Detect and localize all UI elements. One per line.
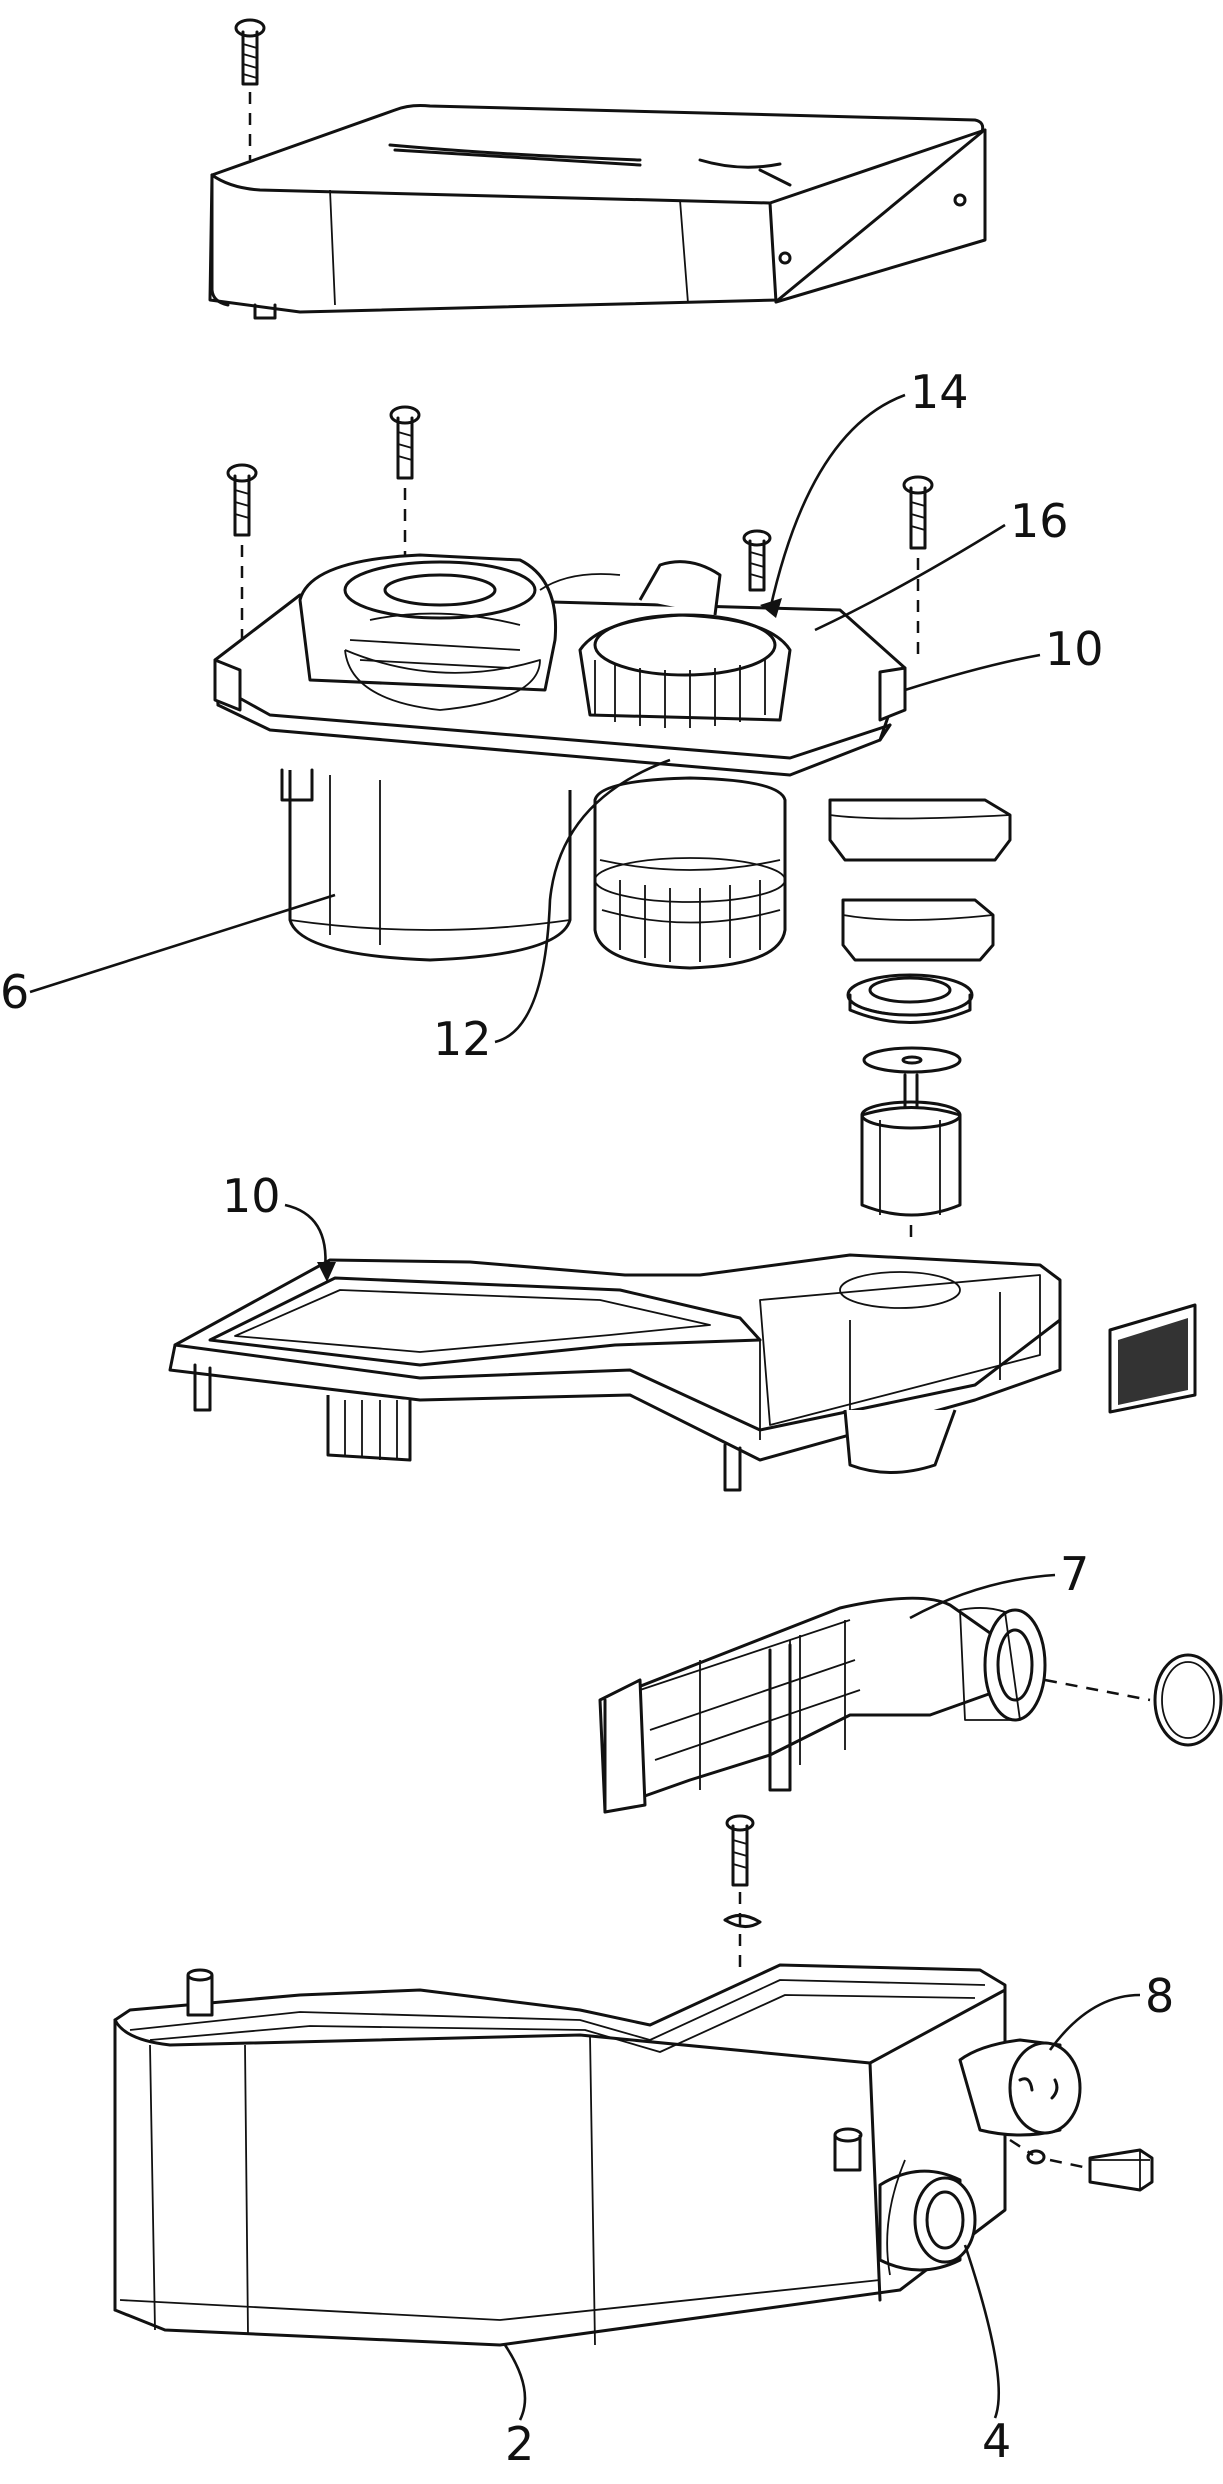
label-14: 14	[910, 365, 969, 419]
screw-top-cover	[234, 18, 266, 160]
label-2: 2	[505, 2417, 534, 2471]
label-10-mid: 10	[222, 1169, 281, 1223]
screw-pipe	[723, 1814, 762, 1975]
label-6: 6	[0, 965, 29, 1019]
screw-upper-1	[226, 463, 258, 640]
small-parts-stack	[828, 798, 1012, 1245]
screw-upper-4	[902, 475, 934, 660]
label-10-top: 10	[1045, 622, 1104, 676]
label-7: 7	[1060, 1547, 1089, 1601]
label-8: 8	[1145, 1969, 1174, 2023]
label-4: 4	[982, 2414, 1011, 2468]
top-cover	[208, 18, 987, 320]
upper-module: 14 16 10 6 12	[0, 365, 1104, 1066]
bottom-tank: 8 2 4	[113, 1963, 1174, 2471]
pipe-connector: 7	[598, 1547, 1223, 1975]
screw-upper-2	[389, 405, 421, 575]
label-16: 16	[1010, 494, 1069, 548]
screw-upper-3	[742, 529, 772, 592]
middle-frame: 10	[168, 1169, 1197, 1492]
label-12: 12	[433, 1012, 492, 1066]
